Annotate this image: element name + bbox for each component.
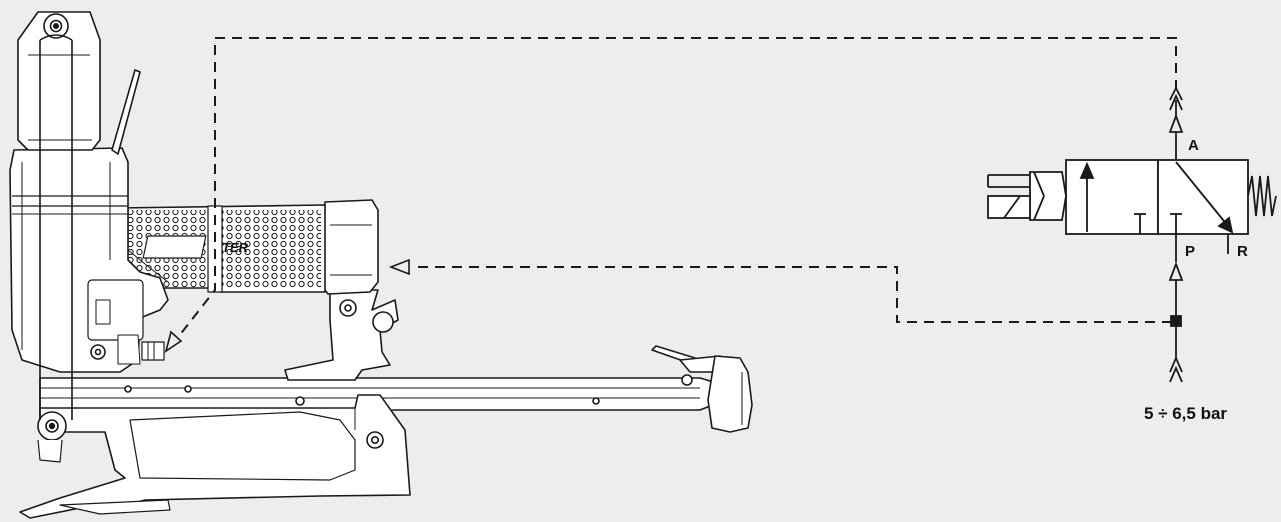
supply-tee-node [1170,315,1182,327]
valve-3-2-symbol [987,85,1277,383]
arrow-to-grip-inlet [388,258,410,276]
supply-line-grip [412,266,1172,323]
signal-line-a [171,37,1177,346]
cylinder-head [17,11,101,420]
port-p-arrow [1168,261,1184,281]
quick-coupler-icon [1169,85,1183,111]
port-a-label: A [1188,137,1199,154]
grip-end-cap [321,199,379,295]
supply-coupler-icon [1169,355,1183,383]
guard-blade [111,69,141,155]
arrow-to-tool-inlet [164,330,183,353]
brand-mark: TER [222,240,249,255]
magazine-end-cap [707,355,753,433]
pneumatic-lines [171,37,1177,346]
handle-bracket [284,289,399,381]
supply-pressure-label: 5 ÷ 6,5 bar [1144,404,1227,423]
spring-return-icon [1247,175,1277,217]
port-p-label: P [1185,243,1195,260]
handle-grip: TER [117,204,326,293]
line-arrows [164,258,410,353]
nose-guide [19,394,411,519]
tool-body [9,147,169,373]
pivot-joint [37,411,67,463]
port-a-arrow [1168,113,1184,133]
manual-actuator-icon [987,171,1067,221]
port-r-label: R [1237,243,1248,260]
pneumatic-stapler-tool: TER [9,11,753,519]
valve-box-left [1065,159,1159,235]
valve-box-right [1157,159,1249,235]
